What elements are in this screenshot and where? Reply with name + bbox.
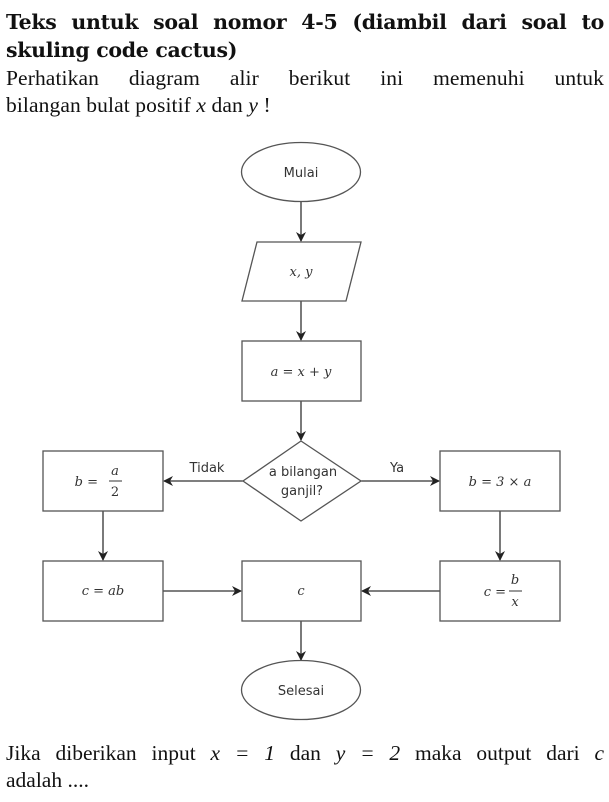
- no-b-lhs: b =: [75, 475, 98, 490]
- question-text: maka output dari: [400, 741, 595, 765]
- end-label: Selesai: [278, 684, 324, 699]
- equation-x: x = 1: [210, 741, 275, 765]
- question-text: Jika diberikan input: [6, 741, 211, 765]
- branch-yes-label: Ya: [389, 461, 404, 476]
- start-terminal: [240, 141, 362, 203]
- var-x: x: [196, 93, 207, 117]
- no-b-numerator: a: [111, 464, 119, 479]
- process-sum-box: [241, 340, 362, 402]
- heading-line-2: skuling code cactus): [6, 38, 238, 62]
- question-line-2: adalah ....: [6, 768, 89, 792]
- intro-text: !: [258, 93, 271, 117]
- section-heading: Teks untuk soal nomor 4-5 (diambil dari …: [6, 8, 604, 64]
- decision-label-line-1: a bilangan: [269, 465, 337, 480]
- no-c-label: c = ab: [82, 584, 125, 599]
- decision-diamond: [241, 440, 363, 522]
- end-terminal: [240, 659, 362, 721]
- question-paragraph: Jika diberikan input x = 1 dan y = 2 mak…: [6, 740, 604, 794]
- question-text: dan: [275, 741, 336, 765]
- intro-text: bilangan bulat positif: [6, 93, 197, 117]
- output-box: [241, 560, 362, 622]
- yes-b-label: b = 3 × a: [469, 475, 532, 490]
- yes-c-denominator: x: [511, 595, 519, 610]
- process-no-c-box: [42, 560, 164, 622]
- process-no-b-box: [42, 450, 164, 512]
- yes-c-lhs: c =: [484, 585, 506, 600]
- var-c: c: [594, 741, 604, 765]
- question-line-1: Jika diberikan input x = 1 dan y = 2 mak…: [6, 740, 604, 767]
- input-label: x, y: [290, 265, 314, 280]
- intro-text: dan: [206, 93, 249, 117]
- heading-line-1: Teks untuk soal nomor 4-5 (diambil dari …: [6, 10, 604, 34]
- no-b-denominator: 2: [111, 485, 119, 500]
- var-y: y: [248, 93, 259, 117]
- intro-line-2: bilangan bulat positif x dan y !: [6, 93, 271, 117]
- input-parallelogram: [241, 241, 362, 302]
- intro-line-1: Perhatikan diagram alir berikut ini meme…: [6, 66, 604, 90]
- intro-paragraph: Perhatikan diagram alir berikut ini meme…: [6, 65, 604, 119]
- yes-c-numerator: b: [511, 573, 519, 588]
- decision-label-line-2: ganjil?: [281, 484, 323, 499]
- equation-y: y = 2: [335, 741, 401, 765]
- process-yes-b-box: [439, 450, 561, 512]
- output-label: c: [297, 584, 305, 599]
- branch-no-label: Tidak: [189, 461, 225, 476]
- process-sum-label: a = x + y: [271, 365, 332, 380]
- start-label: Mulai: [284, 166, 319, 181]
- process-yes-c-box: [439, 560, 561, 622]
